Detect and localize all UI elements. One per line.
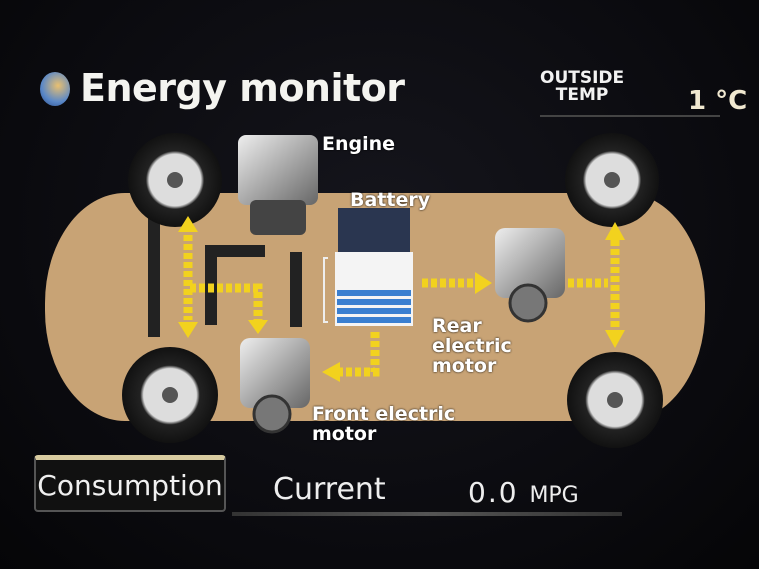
front-motor-icon — [240, 338, 310, 434]
globe-icon — [40, 72, 70, 106]
arrow-heads — [178, 216, 625, 382]
divider — [540, 115, 720, 117]
rear-motor-label-line2: electric — [432, 335, 512, 357]
energy-flow-arrows — [183, 235, 620, 377]
page-title: Energy monitor — [80, 66, 405, 110]
mpg-readout: 0.0 MPG — [468, 476, 579, 509]
rear-motor-label-line1: Rear — [432, 315, 482, 337]
mpg-value: 0.0 — [468, 476, 519, 509]
mpg-unit: MPG — [529, 483, 579, 508]
consumption-button[interactable]: Consumption — [34, 455, 226, 512]
outside-temp-label: OUTSIDE TEMP — [540, 70, 624, 104]
wheel-front-right — [122, 347, 218, 443]
outside-temp-value: 1 °C — [688, 86, 748, 116]
wheel-rear-right — [567, 352, 663, 448]
current-label: Current — [273, 472, 386, 507]
drive-shaft — [148, 212, 302, 337]
engine-label: Engine — [322, 133, 396, 155]
rear-motor-label-line3: motor — [432, 355, 497, 377]
outside-temp-label-line1: OUTSIDE — [540, 68, 625, 88]
wheel-rear-left — [565, 133, 659, 227]
engine-icon — [238, 135, 318, 235]
rear-motor-icon — [495, 228, 565, 323]
outside-temp-label-line2: TEMP — [555, 85, 609, 105]
battery-icon — [323, 208, 413, 326]
divider — [232, 512, 622, 516]
battery-label: Battery — [350, 189, 431, 211]
front-motor-label: Front electric motor — [312, 404, 455, 444]
rear-motor-label: Rear electric motor — [432, 316, 512, 376]
front-motor-label-line2: motor — [312, 423, 377, 445]
wheel-front-left — [128, 133, 222, 227]
front-motor-label-line1: Front electric — [312, 403, 456, 425]
